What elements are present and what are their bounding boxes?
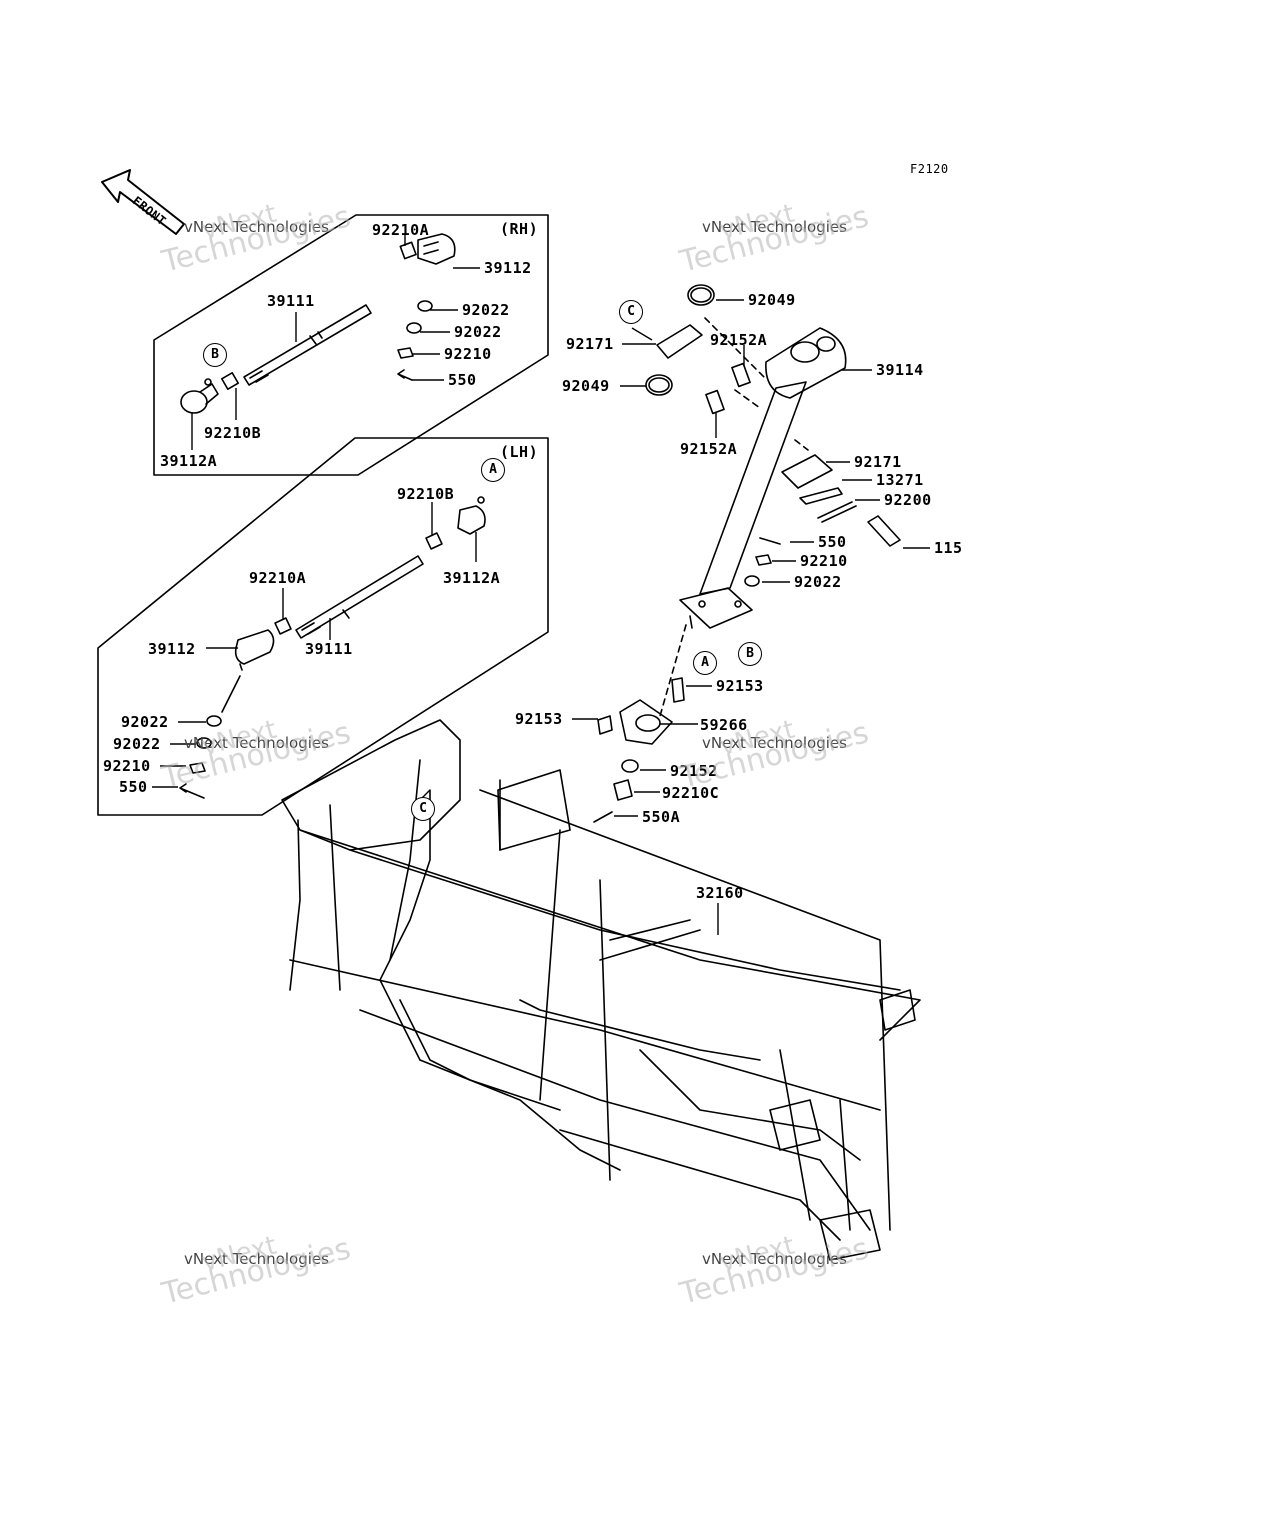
part-label-92210C[interactable]: 92210C [662,784,720,802]
steering-shaft [679,327,847,629]
part-label-92022-lh-2[interactable]: 92022 [113,735,161,753]
leader-lines [152,235,930,935]
part-label-92210B-lh[interactable]: 92210B [397,485,455,503]
ref-circle-a-steer: A [693,651,717,675]
part-label-32160[interactable]: 32160 [696,884,744,902]
front-arrow-icon [101,169,185,235]
part-label-92022-rh-2[interactable]: 92022 [454,323,502,341]
part-label-92049-lower[interactable]: 92049 [562,377,610,395]
part-label-59266[interactable]: 59266 [700,716,748,734]
steering-lower-bearing [593,624,687,823]
part-label-92210-rh[interactable]: 92210 [444,345,492,363]
part-label-92210B-rh[interactable]: 92210B [204,424,262,442]
part-label-39112-rh[interactable]: 39112 [484,259,532,277]
part-label-39112A-rh[interactable]: 39112A [160,452,218,470]
main-frame [281,719,921,1261]
ref-circle-c-frame: C [411,797,435,821]
part-label-550-steer[interactable]: 550 [818,533,847,551]
rh-panel-frame [153,214,549,476]
part-label-550-rh[interactable]: 550 [448,371,477,389]
shaft-holder-lower [744,454,901,587]
part-label-92153-left[interactable]: 92153 [515,710,563,728]
part-label-550-lh[interactable]: 550 [119,778,148,796]
part-label-92210A-lh[interactable]: 92210A [249,569,307,587]
part-label-39111-lh[interactable]: 39111 [305,640,353,658]
part-label-550A[interactable]: 550A [642,808,681,826]
part-label-92152A-lower[interactable]: 92152A [680,440,738,458]
ref-circle-b-steer: B [738,642,762,666]
part-label-92022-steer[interactable]: 92022 [794,573,842,591]
rh-tie-rod-end [397,233,456,381]
part-label-39111-rh[interactable]: 39111 [267,292,315,310]
part-label-92152A-upper[interactable]: 92152A [710,331,768,349]
ref-circle-b-rh: B [203,343,227,367]
shaft-holder-upper [645,284,809,451]
part-label-92210A-rh[interactable]: 92210A [372,221,430,239]
part-label-39112-lh[interactable]: 39112 [148,640,196,658]
part-label-39114[interactable]: 39114 [876,361,924,379]
part-label-92153-right[interactable]: 92153 [716,677,764,695]
part-label-92022-rh-1[interactable]: 92022 [462,301,510,319]
rh-panel-title: (RH) [500,220,539,238]
lh-panel-frame [97,437,549,816]
part-label-115[interactable]: 115 [934,539,963,557]
figure-code: F2120 [910,162,949,176]
part-label-92022-lh-1[interactable]: 92022 [121,713,169,731]
part-label-92200[interactable]: 92200 [884,491,932,509]
part-label-92171-lower[interactable]: 92171 [854,453,902,471]
ref-circle-c-upper: C [619,300,643,324]
lh-panel-title: (LH) [500,443,539,461]
part-label-92171-upper[interactable]: 92171 [566,335,614,353]
part-label-92210-lh[interactable]: 92210 [103,757,151,775]
part-label-92049-upper[interactable]: 92049 [748,291,796,309]
part-label-92210-steer[interactable]: 92210 [800,552,848,570]
rh-tie-rod [180,304,372,414]
part-label-39112A-lh[interactable]: 39112A [443,569,501,587]
part-label-92152[interactable]: 92152 [670,762,718,780]
part-label-13271[interactable]: 13271 [876,471,924,489]
lh-tie-rod [179,496,486,799]
ref-circle-a-lh: A [481,458,505,482]
